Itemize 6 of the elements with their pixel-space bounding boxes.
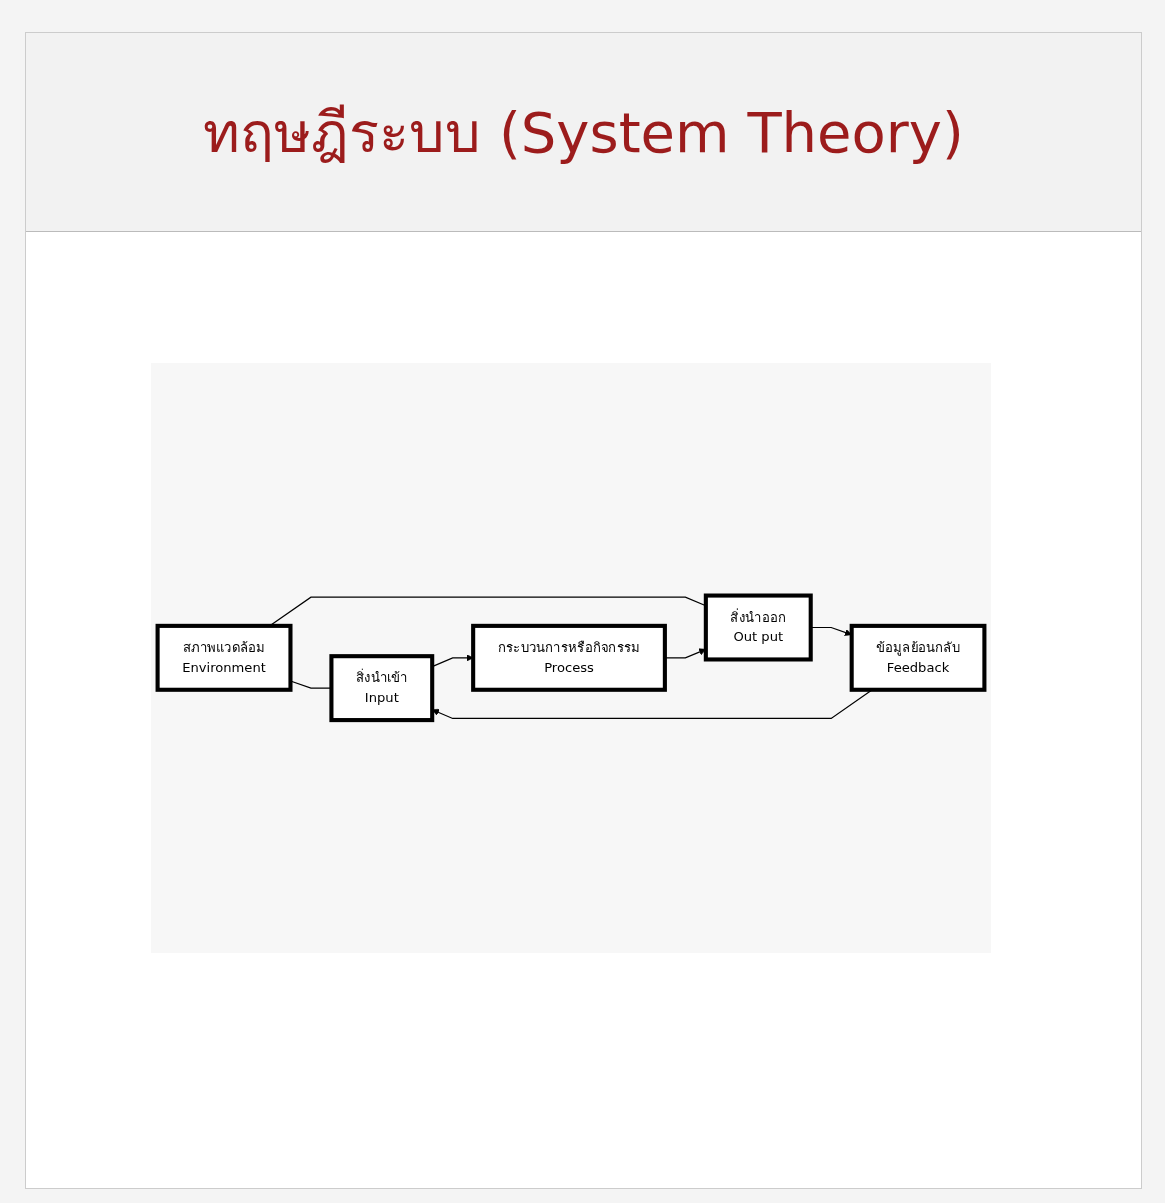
node-box: สิ่งนำออก Out put (703, 593, 813, 662)
node-box: สิ่งนำเข้า Input (329, 654, 435, 723)
node-box: กระบวนการหรือกิจกรรม Process (471, 624, 667, 692)
node-box: ข้อมูลย้อนกลับ Feedback (849, 624, 987, 692)
node-box: สภาพแวดล้อม Environment (155, 624, 293, 692)
slide-title: ทฤษฎีระบบ (System Theory) (203, 98, 964, 167)
